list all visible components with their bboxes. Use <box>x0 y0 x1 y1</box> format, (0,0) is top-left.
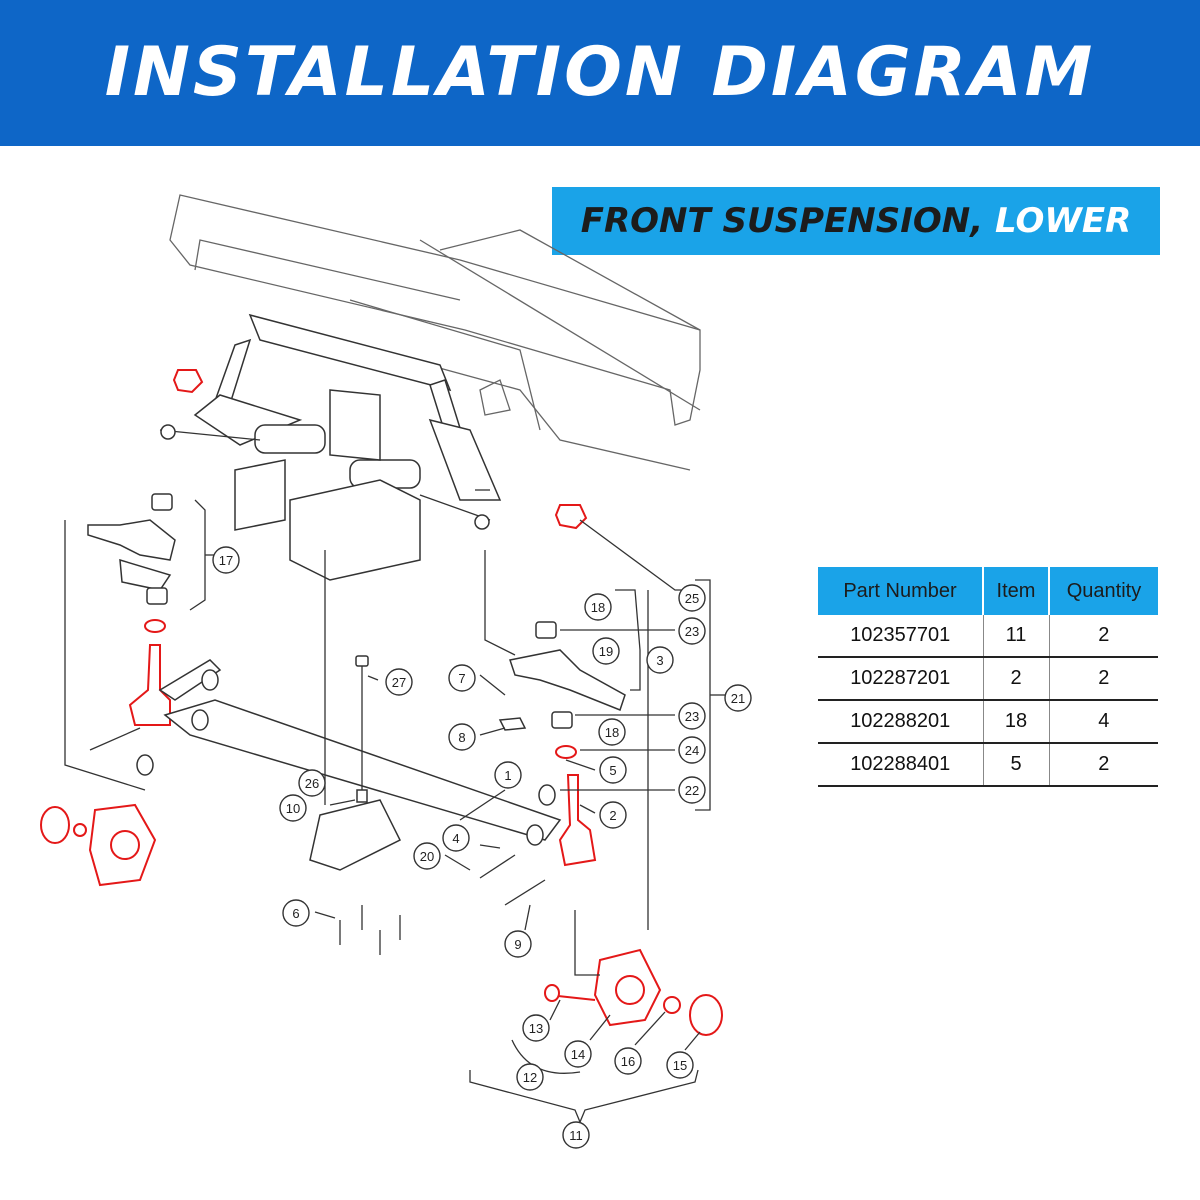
svg-text:16: 16 <box>621 1054 635 1069</box>
callout-23-bottom: 23 <box>678 702 706 730</box>
subtitle: FRONT SUSPENSION, LOWER <box>552 187 1160 255</box>
cell-quantity: 2 <box>1049 657 1158 701</box>
svg-text:24: 24 <box>685 743 699 758</box>
svg-text:6: 6 <box>292 906 299 921</box>
svg-text:23: 23 <box>685 624 699 639</box>
svg-text:20: 20 <box>420 849 434 864</box>
cell-item: 5 <box>983 743 1050 787</box>
svg-text:8: 8 <box>458 730 465 745</box>
cell-part-number: 102288201 <box>818 700 984 744</box>
callout-8: 8 <box>448 723 476 751</box>
subtitle-accent: LOWER <box>994 201 1132 241</box>
callout-2: 2 <box>599 801 627 829</box>
callout-5: 5 <box>599 756 627 784</box>
table-row: 102288201 18 4 <box>818 700 1158 744</box>
table-header-row: Part Number Item Quantity <box>818 567 1158 615</box>
svg-text:5: 5 <box>609 763 616 778</box>
callout-26: 26 <box>298 769 326 797</box>
callout-18-bottom: 18 <box>598 718 626 746</box>
callout-22: 22 <box>678 776 706 804</box>
svg-text:14: 14 <box>571 1047 585 1062</box>
right-hub-assembly <box>544 948 723 1036</box>
callout-9: 9 <box>504 930 532 958</box>
table-row: 102357701 11 2 <box>818 615 1158 658</box>
cell-item: 11 <box>983 615 1050 658</box>
callout-18-top: 18 <box>584 593 612 621</box>
callout-4: 4 <box>442 824 470 852</box>
right-nut <box>554 504 588 530</box>
cell-item: 18 <box>983 700 1050 744</box>
svg-text:4: 4 <box>452 831 459 846</box>
callout-23-top: 23 <box>678 617 706 645</box>
callout-13: 13 <box>522 1014 550 1042</box>
cell-part-number: 102357701 <box>818 615 984 658</box>
subtitle-banner: FRONT SUSPENSION, LOWER <box>552 187 1160 255</box>
callout-11: 11 <box>562 1121 590 1149</box>
callout-1: 1 <box>494 761 522 789</box>
callout-10: 10 <box>279 794 307 822</box>
svg-text:11: 11 <box>569 1128 583 1143</box>
spring-clamp <box>309 655 402 955</box>
left-hub-assembly <box>40 803 157 887</box>
svg-text:27: 27 <box>392 675 406 690</box>
header-quantity: Quantity <box>1049 567 1158 615</box>
svg-text:19: 19 <box>599 644 613 659</box>
callout-7: 7 <box>448 664 476 692</box>
subtitle-main: FRONT SUSPENSION, <box>580 201 984 241</box>
svg-text:3: 3 <box>656 653 663 668</box>
svg-text:13: 13 <box>529 1021 543 1036</box>
svg-text:25: 25 <box>685 591 699 606</box>
table-row: 102287201 2 2 <box>818 657 1158 701</box>
suspension-diagram: 1 2 3 4 5 6 7 8 9 10 11 12 13 14 15 16 1… <box>40 194 752 1149</box>
callout-25: 25 <box>678 584 706 612</box>
callout-17: 17 <box>212 546 240 574</box>
page-title: INSTALLATION DIAGRAM <box>104 33 1096 112</box>
header-item: Item <box>983 567 1050 615</box>
table-row: 102288401 5 2 <box>818 743 1158 787</box>
cell-item: 2 <box>983 657 1050 701</box>
callout-3: 3 <box>646 646 674 674</box>
svg-text:22: 22 <box>685 783 699 798</box>
svg-text:17: 17 <box>219 553 233 568</box>
svg-text:2: 2 <box>609 808 616 823</box>
svg-text:15: 15 <box>673 1058 687 1073</box>
cell-quantity: 2 <box>1049 615 1158 658</box>
svg-text:7: 7 <box>458 671 465 686</box>
left-nut <box>172 369 204 394</box>
callout-24: 24 <box>678 736 706 764</box>
svg-text:18: 18 <box>591 600 605 615</box>
svg-text:21: 21 <box>731 691 745 706</box>
cell-quantity: 4 <box>1049 700 1158 744</box>
cell-quantity: 2 <box>1049 743 1158 787</box>
callout-19: 19 <box>592 637 620 665</box>
callout-21: 21 <box>724 684 752 712</box>
svg-text:12: 12 <box>523 1070 537 1085</box>
cell-part-number: 102287201 <box>818 657 984 701</box>
callout-12: 12 <box>516 1063 544 1091</box>
svg-text:10: 10 <box>286 801 300 816</box>
callout-20: 20 <box>413 842 441 870</box>
steering-assembly <box>159 313 502 581</box>
svg-text:9: 9 <box>514 937 521 952</box>
svg-text:23: 23 <box>685 709 699 724</box>
svg-text:18: 18 <box>605 725 619 740</box>
callout-16: 16 <box>614 1047 642 1075</box>
callout-6: 6 <box>282 899 310 927</box>
header-banner: INSTALLATION DIAGRAM <box>0 0 1200 146</box>
svg-text:1: 1 <box>504 768 511 783</box>
svg-text:26: 26 <box>305 776 319 791</box>
callout-15: 15 <box>666 1051 694 1079</box>
callout-27: 27 <box>385 668 413 696</box>
header-part-number: Part Number <box>818 567 984 615</box>
cell-part-number: 102288401 <box>818 743 984 787</box>
right-spindle-group <box>479 621 626 906</box>
callout-14: 14 <box>564 1040 592 1068</box>
parts-table: Part Number Item Quantity 102357701 11 2… <box>818 567 1158 787</box>
